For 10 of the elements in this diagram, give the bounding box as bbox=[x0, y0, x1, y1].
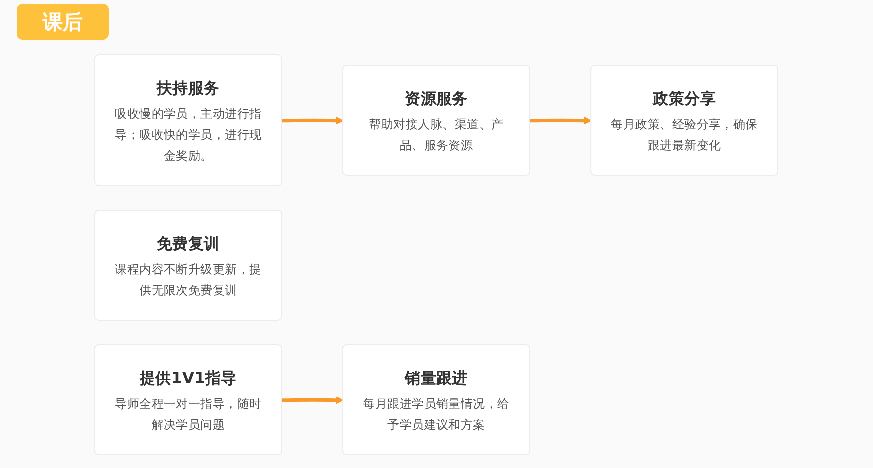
node-text: 提供1V1指导 导师全程一对一指导，随时解决学员问题 bbox=[115, 369, 262, 432]
node-text: 销量跟进 每月跟进学员销量情况，给予学员建议和方案 bbox=[363, 369, 510, 432]
arrow bbox=[282, 117, 344, 125]
node-text: 资源服务 帮助对接人脉、渠道、产品、服务资源 bbox=[369, 90, 504, 153]
arrow bbox=[282, 396, 344, 404]
arrow bbox=[530, 117, 592, 125]
title-badge: 课后 bbox=[17, 4, 109, 40]
node-text: 政策分享 每月政策、经验分享，确保跟进最新变化 bbox=[611, 90, 758, 153]
node-text: 扶持服务 吸收慢的学员，主动进行指导；吸收快的学员，进行现金奖励。 bbox=[115, 79, 262, 164]
node-text: 免费复训 课程内容不断升级更新，提供无限次免费复训 bbox=[115, 234, 262, 298]
